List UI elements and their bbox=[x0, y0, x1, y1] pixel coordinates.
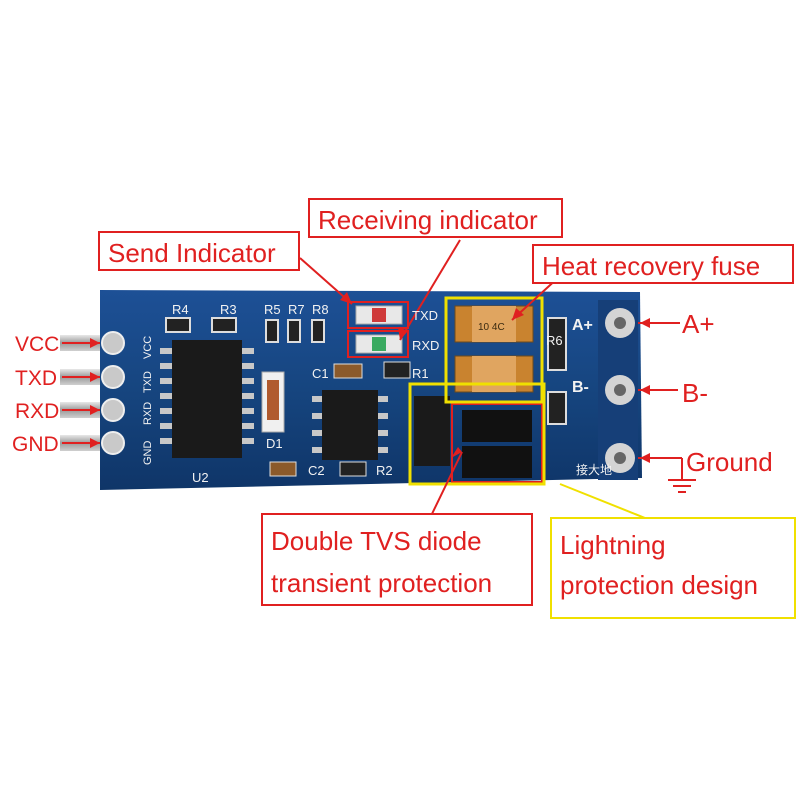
ground-symbol-icon bbox=[668, 458, 696, 493]
pin-label-rxd: RXD bbox=[15, 400, 60, 423]
lightning-protection-callout: Lightning protection design bbox=[550, 517, 796, 619]
silk-u2: U2 bbox=[192, 470, 209, 485]
heat-recovery-fuse-label: Heat recovery fuse bbox=[542, 251, 761, 281]
resistor-r-lower bbox=[547, 391, 567, 425]
receiving-indicator-label: Receiving indicator bbox=[318, 205, 538, 235]
resistor-r6 bbox=[547, 317, 567, 371]
silk-gnd: GND bbox=[142, 441, 154, 466]
lightning-leader-line bbox=[559, 483, 651, 521]
silk-led-txd: TXD bbox=[412, 308, 438, 323]
header-pins bbox=[60, 335, 102, 451]
silk-fuse-code: 10 4C bbox=[478, 322, 505, 333]
tvs-diodes bbox=[414, 396, 532, 478]
led-highlight-boxes bbox=[347, 301, 409, 358]
tvs-diode-label-line1: Double TVS diode bbox=[271, 526, 482, 556]
tvs-highlight-box bbox=[451, 403, 543, 483]
tvs-diode-label-line2: transient protection bbox=[271, 567, 493, 598]
silk-c1: C1 bbox=[312, 366, 329, 381]
silk-ground-cn: 接大地 bbox=[576, 462, 612, 477]
silk-r7: R7 bbox=[288, 302, 305, 317]
ic-u2 bbox=[160, 340, 254, 458]
ic-transceiver bbox=[312, 390, 388, 460]
silk-rxd: RXD bbox=[142, 402, 154, 425]
silk-txd: TXD bbox=[142, 371, 154, 393]
pin-label-txd: TXD bbox=[15, 367, 57, 390]
pin-label-gnd: GND bbox=[12, 433, 59, 456]
resistors-top-left bbox=[165, 317, 325, 343]
pin-label-vcc: VCC bbox=[15, 333, 60, 356]
silk-led-rxd: RXD bbox=[412, 338, 439, 353]
silk-d1: D1 bbox=[266, 436, 283, 451]
header-pads bbox=[101, 331, 125, 455]
lightning-highlight-box bbox=[408, 382, 546, 486]
silk-vcc: VCC bbox=[142, 336, 154, 359]
terminal-label-ground: Ground bbox=[686, 447, 773, 477]
silk-c2: C2 bbox=[308, 463, 325, 478]
silk-r5: R5 bbox=[264, 302, 281, 317]
silk-b-minus: B- bbox=[572, 379, 589, 396]
send-indicator-label: Send Indicator bbox=[108, 238, 276, 268]
silk-r8: R8 bbox=[312, 302, 329, 317]
receiving-indicator-callout: Receiving indicator bbox=[308, 198, 563, 238]
heat-recovery-fuse-callout: Heat recovery fuse bbox=[532, 244, 794, 284]
silk-r4: R4 bbox=[172, 302, 189, 317]
silk-r2: R2 bbox=[376, 463, 393, 478]
diode-d1 bbox=[261, 371, 285, 433]
silk-r3: R3 bbox=[220, 302, 237, 317]
silk-a-plus: A+ bbox=[572, 317, 593, 334]
silk-r6: R6 bbox=[546, 333, 563, 348]
fuse-highlight-box bbox=[444, 296, 544, 404]
terminal-pads bbox=[598, 300, 638, 480]
lightning-protection-label-line2: protection design bbox=[560, 570, 759, 601]
terminal-label-b-minus: B- bbox=[682, 378, 708, 408]
indicator-leds bbox=[355, 305, 403, 354]
silk-r1: R1 bbox=[412, 366, 429, 381]
send-indicator-callout: Send Indicator bbox=[98, 231, 300, 271]
tvs-diode-callout: Double TVS diode transient protection bbox=[261, 513, 533, 606]
lightning-protection-label-line1: Lightning bbox=[560, 530, 666, 560]
terminal-label-a-plus: A+ bbox=[682, 309, 715, 339]
callout-arrowheads bbox=[90, 292, 650, 463]
capacitors bbox=[269, 361, 411, 477]
